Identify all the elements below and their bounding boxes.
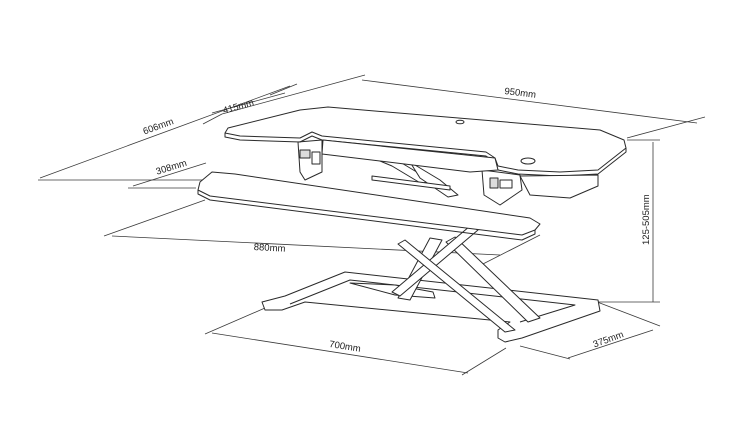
drawer	[519, 174, 599, 199]
dim-415-line	[211, 92, 286, 114]
dim-308-line	[132, 162, 207, 187]
dim-606-line	[39, 85, 291, 179]
crossbar	[371, 175, 451, 191]
work-surface	[224, 106, 627, 199]
cable-port	[520, 157, 536, 165]
dim-880-label: 880mm	[253, 242, 286, 255]
desk-converter	[197, 106, 627, 343]
dim-height-label: 125-505mm	[641, 194, 652, 245]
dimension-lines	[38, 74, 706, 376]
height-brackets	[297, 139, 523, 206]
dim-950-line	[361, 79, 698, 124]
grommet	[455, 119, 465, 125]
keyboard-tray	[197, 171, 541, 241]
dim-375-line	[567, 329, 654, 359]
rear-bumper	[321, 139, 499, 173]
dim-700-line	[211, 332, 469, 374]
base-frame	[261, 271, 601, 343]
